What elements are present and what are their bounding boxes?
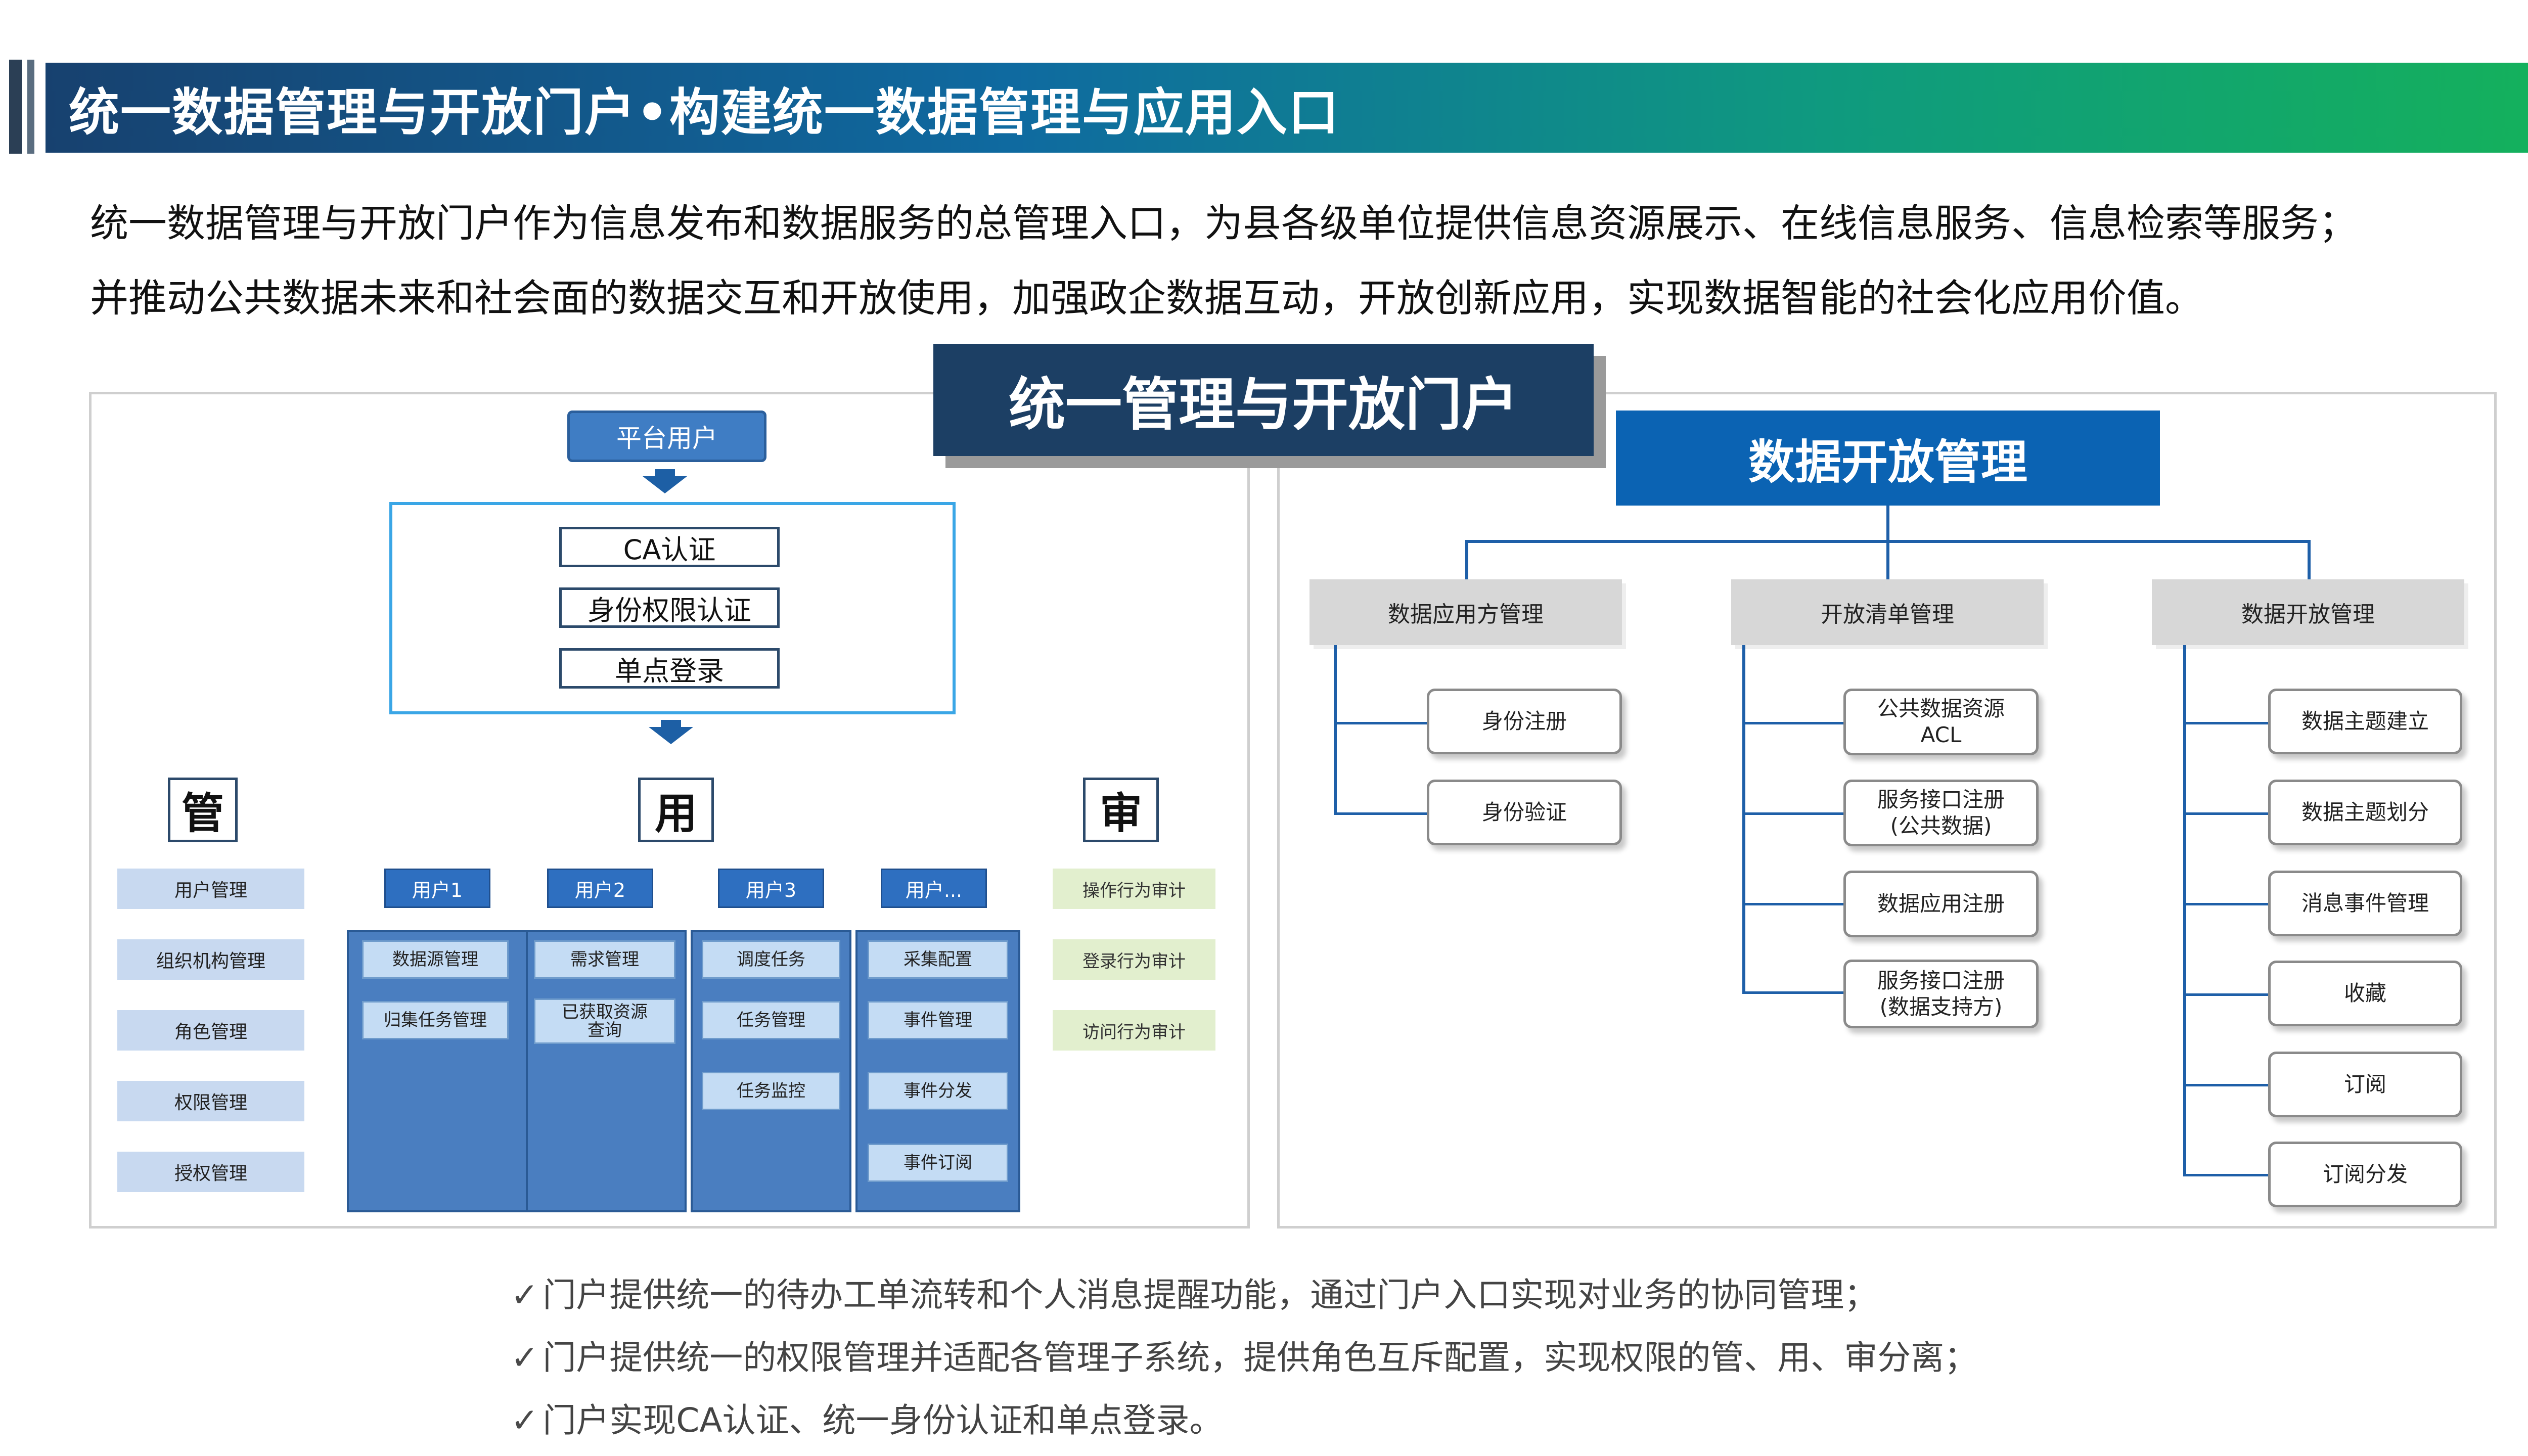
guan-char: 管: [168, 778, 238, 842]
shen-char: 审: [1083, 778, 1159, 842]
arrow-shaft: [655, 469, 675, 476]
title-accent-bar-secondary: [27, 60, 34, 154]
connector-line: [1742, 991, 1843, 994]
connector-line: [1742, 903, 1843, 905]
item-subscribe-distribute: 订阅分发: [2268, 1142, 2462, 1207]
connector-line: [1465, 540, 1468, 579]
yong-char: 用: [638, 778, 714, 842]
connector-line: [1742, 645, 1745, 994]
item-topic-create: 数据主题建立: [2268, 689, 2462, 754]
guan-item: 权限管理: [117, 1081, 304, 1121]
auth-identity: 身份权限认证: [559, 587, 780, 628]
title-accent-bar: [9, 60, 22, 154]
user-header: 用户1: [384, 869, 490, 908]
task-item: 调度任务: [702, 940, 840, 979]
user-header: 用户...: [881, 869, 987, 908]
user-header: 用户2: [547, 869, 653, 908]
check-icon: ✓: [511, 1401, 539, 1440]
item-message-event: 消息事件管理: [2268, 871, 2462, 936]
task-item: 归集任务管理: [362, 1001, 509, 1039]
bullet-1: ✓门户提供统一的待办工单流转和个人消息提醒功能，通过门户入口实现对业务的协同管理…: [511, 1268, 1877, 1316]
bullet-3: ✓门户实现CA认证、统一身份认证和单点登录。: [511, 1393, 1223, 1442]
arrow-shaft: [661, 720, 681, 727]
connector-line: [1334, 645, 1337, 815]
user-header: 用户3: [718, 869, 824, 908]
guan-item: 角色管理: [117, 1010, 304, 1051]
shen-item: 访问行为审计: [1053, 1010, 1215, 1051]
task-item: 任务管理: [702, 1001, 840, 1039]
task-item: 需求管理: [534, 940, 675, 979]
connector-line: [1886, 506, 1889, 542]
connector-line: [1742, 812, 1843, 815]
bullet-2: ✓门户提供统一的权限管理并适配各管理子系统，提供角色互斥配置，实现权限的管、用、…: [511, 1331, 1977, 1379]
connector-line: [2183, 1084, 2268, 1086]
item-topic-divide: 数据主题划分: [2268, 780, 2462, 845]
connector-line: [1334, 812, 1427, 815]
task-item: 已获取资源 查询: [534, 998, 675, 1044]
item-favorite: 收藏: [2268, 961, 2462, 1026]
connector-line: [2183, 903, 2268, 905]
connector-line: [1334, 722, 1427, 724]
item-service-register-support: 服务接口注册 (数据支持方): [1843, 960, 2039, 1028]
column-header-open-manage: 数据开放管理: [2152, 579, 2464, 645]
guan-item: 组织机构管理: [117, 939, 304, 980]
connector-line: [2183, 812, 2268, 815]
title-bar: [46, 63, 2528, 153]
connector-line: [2183, 645, 2186, 1175]
item-data-app-register: 数据应用注册: [1843, 871, 2039, 937]
intro-line-2: 并推动公共数据未来和社会面的数据交互和开放使用，加强政企数据互动，开放创新应用，…: [90, 276, 2203, 321]
auth-sso: 单点登录: [559, 648, 780, 689]
column-header-app-manage: 数据应用方管理: [1310, 579, 1622, 645]
item-public-data-acl: 公共数据资源 ACL: [1843, 689, 2039, 755]
shen-item: 操作行为审计: [1053, 869, 1215, 909]
task-item: 采集配置: [868, 940, 1008, 979]
item-identity-register: 身份注册: [1427, 689, 1622, 754]
bullet-text: 门户提供统一的权限管理并适配各管理子系统，提供角色互斥配置，实现权限的管、用、审…: [543, 1338, 1978, 1377]
task-item: 事件分发: [868, 1072, 1008, 1110]
task-item: 数据源管理: [362, 940, 509, 979]
item-identity-verify: 身份验证: [1427, 780, 1622, 845]
connector-line: [2308, 540, 2311, 579]
task-item: 事件管理: [868, 1001, 1008, 1039]
item-service-register-public: 服务接口注册 (公共数据): [1843, 780, 2039, 846]
connector-line: [1742, 722, 1843, 724]
bullet-text: 门户实现CA认证、统一身份认证和单点登录。: [543, 1401, 1223, 1440]
bullet-text: 门户提供统一的待办工单流转和个人消息提醒功能，通过门户入口实现对业务的协同管理；: [543, 1276, 1878, 1314]
open-management-banner: 数据开放管理: [1616, 411, 2160, 506]
item-subscribe: 订阅: [2268, 1052, 2462, 1117]
task-item: 任务监控: [702, 1072, 840, 1110]
guan-item: 用户管理: [117, 869, 304, 909]
check-icon: ✓: [511, 1276, 539, 1314]
portal-banner: 统一管理与开放门户: [933, 344, 1594, 456]
connector-line: [2183, 722, 2268, 724]
guan-item: 授权管理: [117, 1152, 304, 1192]
shen-item: 登录行为审计: [1053, 939, 1215, 980]
connector-line: [1886, 540, 1889, 579]
task-item: 事件订阅: [868, 1144, 1008, 1182]
connector-line: [2183, 993, 2268, 996]
platform-user-pill: 平台用户: [567, 411, 766, 462]
page-title: 统一数据管理与开放门户•构建统一数据管理与应用入口: [69, 82, 1340, 142]
auth-ca: CA认证: [559, 527, 780, 567]
arrow-down-icon: [643, 476, 687, 493]
arrow-down-icon: [649, 727, 693, 744]
column-header-list-manage: 开放清单管理: [1731, 579, 2044, 645]
check-icon: ✓: [511, 1338, 539, 1377]
connector-line: [2183, 1174, 2268, 1176]
intro-line-1: 统一数据管理与开放门户作为信息发布和数据服务的总管理入口，为县各级单位提供信息资…: [90, 201, 2357, 246]
